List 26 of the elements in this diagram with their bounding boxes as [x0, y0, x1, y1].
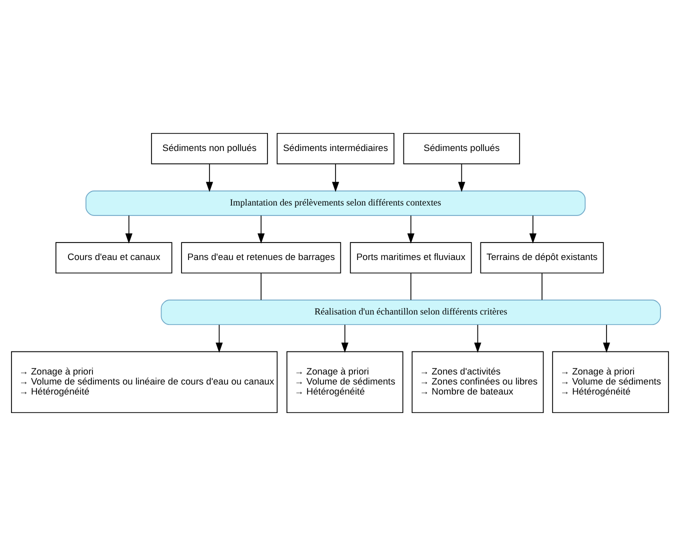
connector: [410, 272, 412, 300]
node-box: Sédiments intermédiaires: [276, 132, 394, 164]
arrow: [341, 324, 348, 352]
node-box: Implantation des prélèvements selon différents contextes: [86, 190, 586, 216]
node-box: Terrains de dépôt existants: [480, 242, 604, 273]
arrow: [474, 324, 482, 352]
arrow: [206, 163, 214, 192]
node-box: → Zonage à priori → Volume de sédiments → Hétérogénéité: [552, 350, 669, 413]
node-box: Pans d'eau et retenues de barrages: [181, 242, 342, 273]
arrow: [407, 214, 414, 244]
node-box: Réalisation d'un échantillon selon différents critères: [160, 299, 661, 325]
arrow: [216, 324, 223, 352]
node-box: → Zonage à priori → Volume de sédiments ou linéaire de cours d'eau ou canaux → Hétérogénéité: [11, 350, 278, 413]
arrow: [125, 214, 132, 244]
connector: [260, 272, 262, 300]
arrow: [258, 214, 265, 244]
arrow: [529, 214, 536, 244]
node-box: → Zonage à priori → Volume de sédiments → Hétérogénéité: [286, 350, 404, 413]
node-box: Sédiments pollués: [403, 132, 520, 164]
node-box: Ports maritimes et fluviaux: [350, 242, 472, 273]
arrow: [458, 163, 466, 192]
node-box: Cours d'eau et canaux: [55, 242, 172, 273]
arrow: [602, 324, 610, 352]
node-box: → Zones d'activités → Zones confinées ou libres → Nombre de bateaux: [412, 350, 544, 413]
node-box: Sédiments non pollués: [151, 132, 268, 164]
arrow: [332, 163, 340, 192]
